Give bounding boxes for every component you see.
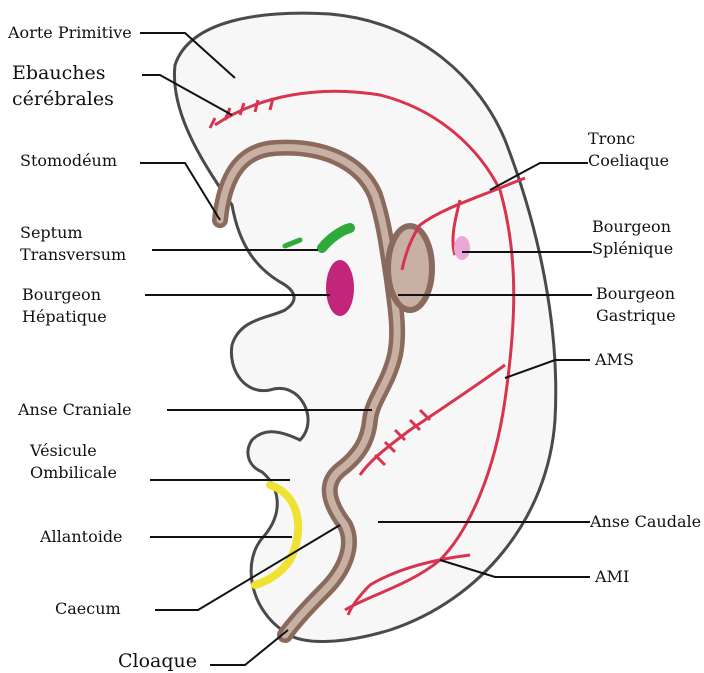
label-splenique-line2: Splénique xyxy=(592,238,673,260)
gastric-bud xyxy=(388,226,432,310)
label-bourgeon-gastrique: Bourgeon Gastrique xyxy=(596,283,676,327)
label-septum-line2: Transversum xyxy=(20,244,126,266)
label-ebauches-line2: cérébrales xyxy=(12,86,114,112)
label-gastrique-line2: Gastrique xyxy=(596,305,676,327)
label-bourgeon-hepatique: Bourgeon Hépatique xyxy=(22,284,107,328)
label-ami: AMI xyxy=(595,566,629,588)
label-ebauches-line1: Ebauches xyxy=(12,60,114,86)
label-vesicule-line2: Ombilicale xyxy=(30,462,117,484)
label-bourgeon-splenique: Bourgeon Splénique xyxy=(592,216,673,260)
label-splenique-line1: Bourgeon xyxy=(592,216,673,238)
label-hepatique-line1: Bourgeon xyxy=(22,284,107,306)
spleen-bud xyxy=(454,236,470,260)
label-stomodeum: Stomodéum xyxy=(20,150,117,172)
label-gastrique-line1: Bourgeon xyxy=(596,283,676,305)
label-tronc-coeliaque: Tronc Coeliaque xyxy=(588,128,669,172)
label-tronc-line1: Tronc xyxy=(588,128,669,150)
label-vesicule-line1: Vésicule xyxy=(30,440,117,462)
label-allantoide: Allantoide xyxy=(40,526,123,548)
label-ebauches-cerebrales: Ebauches cérébrales xyxy=(12,60,114,112)
embryo-outline xyxy=(174,13,555,641)
label-cloaque: Cloaque xyxy=(118,648,197,673)
label-caecum: Caecum xyxy=(55,598,121,620)
label-septum-transversum: Septum Transversum xyxy=(20,222,126,266)
label-ams: AMS xyxy=(595,349,634,371)
label-vesicule-ombilicale: Vésicule Ombilicale xyxy=(30,440,117,484)
label-anse-craniale: Anse Craniale xyxy=(18,399,132,421)
label-tronc-line2: Coeliaque xyxy=(588,150,669,172)
label-hepatique-line2: Hépatique xyxy=(22,306,107,328)
leader-cloaque xyxy=(210,630,288,665)
label-aorte-primitive: Aorte Primitive xyxy=(8,22,132,44)
label-septum-line1: Septum xyxy=(20,222,126,244)
liver-bud xyxy=(326,260,354,316)
label-anse-caudale: Anse Caudale xyxy=(590,511,701,533)
